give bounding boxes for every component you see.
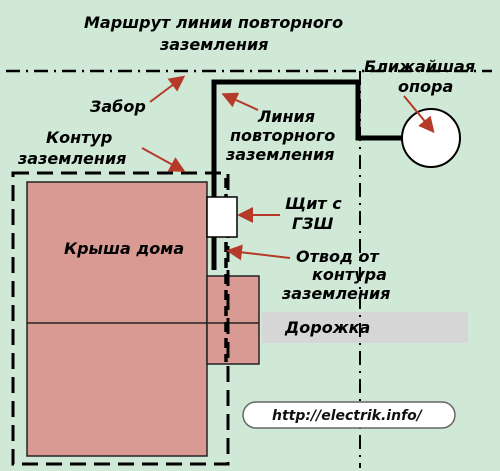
branch-label-line-1: Отвод от (296, 247, 380, 266)
branch-label-line-3: заземления (281, 284, 390, 303)
repeat-grounding-line (211, 79, 402, 270)
pole-label-line-1: Ближайшая (364, 57, 475, 76)
pole-circle (401, 108, 461, 168)
roof-label: Крыша дома (64, 239, 184, 258)
branch-label-line-2: контура (312, 265, 387, 284)
contour-label-line-1: Контур (46, 128, 112, 147)
arrow-line (221, 92, 259, 111)
grounding-contour (11, 171, 230, 466)
panel-label-line-1: Щит с (285, 194, 342, 213)
panel-label-line-2: ГЗШ (292, 214, 334, 233)
panel-box (206, 196, 238, 238)
path-label: Дорожка (284, 318, 370, 337)
arrow-contour (141, 147, 186, 172)
url-text: http://electrik.info/ (272, 408, 424, 424)
arrow-pole (403, 95, 435, 134)
arrow-fence (149, 75, 186, 103)
url-badge: http://electrik.info/ (242, 401, 456, 429)
pole-label-line-2: опора (398, 77, 453, 96)
title-line-2: заземления (159, 35, 268, 54)
walkway-strip (262, 312, 468, 343)
contour-label-line-2: заземления (17, 149, 126, 168)
line-label-line-2: повторного (230, 126, 335, 145)
title-line-1: Маршрут линии повторного (84, 13, 343, 32)
arrow-branch (226, 244, 291, 261)
house-roof (26, 181, 260, 457)
line-label-line-1: Линия (257, 107, 315, 126)
fence-label: Забор (89, 97, 146, 116)
line-label-line-3: заземления (225, 145, 334, 164)
